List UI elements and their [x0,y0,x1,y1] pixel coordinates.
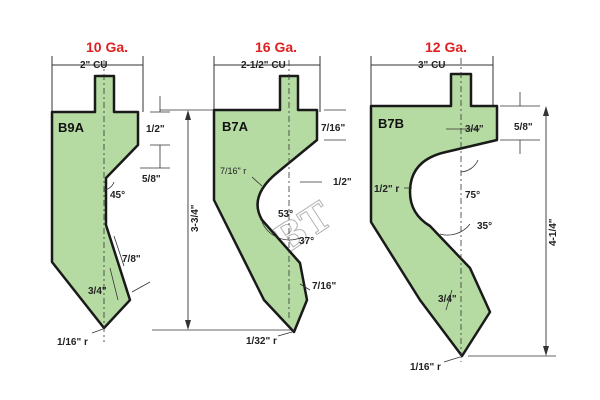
tool-b7b-angle-arc-2 [439,223,471,236]
tool-b7a-angle-2: 37° [299,236,314,247]
tool-b9a-gauge: 10 Ga. [86,39,128,55]
tool-b7b-height: 4-1/4" [548,218,559,246]
tool-b7a-relief-width: 1/2" [333,177,352,188]
tool-b7a-height: 3-3/4" [190,204,201,232]
tool-b7b-angle-2: 35° [477,221,492,232]
tool-b9a-body [50,74,140,330]
tool-b9a-top-step: 1/2" [146,124,165,135]
tool-b7a-cu-label: 2-1/2" CU [241,60,286,71]
tool-b7a-height-arrow-top [185,110,191,120]
tool-b9a: 10 Ga. 2" CU B9A 1/2" 5/8" 45° 7/8" 3/4"… [50,39,170,348]
tool-b7a-relief-leader [251,176,263,187]
tool-b7a: 16 Ga. 2-1/2" CU 3-3/4" B7A 7/16" 7/16" … [152,39,352,347]
tool-b7b-angle-arc-1 [460,159,479,173]
tool-b7a-height-arrow-bottom [185,320,191,330]
tool-b7b-tip-radius: 1/16" r [410,362,441,373]
tool-b9a-tip-width: 7/8" [122,254,141,265]
tool-b7a-top-step: 7/16" [321,123,345,134]
tool-b7a-tip-leader [299,283,311,291]
tool-b7a-radius-leader [277,331,293,337]
tool-b7b-radius-leader [443,356,461,363]
tool-b9a-name: B9A [58,120,85,135]
tool-b7b-height-arrow-bottom [543,346,549,356]
tool-b7b-body [369,72,499,358]
tool-b7b-angle-1: 75° [465,190,480,201]
tool-b9a-angle: 45° [110,190,125,201]
tool-b7a-gauge: 16 Ga. [255,39,297,55]
tool-b7a-angle-arc [261,221,301,241]
tool-b7b-top-step: 5/8" [514,122,533,133]
tool-b7b-tip-line [445,289,453,311]
tool-b9a-cu-label: 2" CU [80,60,108,71]
tool-b9a-shoulder-step: 5/8" [142,174,161,185]
tool-b7b-name: B7B [378,116,404,131]
tool-b7b-cu-label: 3" CU [418,60,446,71]
tool-b7a-name: B7A [222,119,249,134]
tool-b9a-tip-radius: 1/16" r [57,337,88,348]
tool-b7a-tip-radius: 1/32" r [246,336,277,347]
tool-b7b-neck-width: 3/4" [465,124,484,135]
tool-b9a-radius-leader [91,328,104,334]
tool-b7a-body [212,74,319,334]
tool-b7b: 12 Ga. 3" CU B7B 3/4" 5/8" 4-1/4" 1/2" r… [369,39,559,373]
tool-b9a-angle-arc [103,181,115,191]
tool-b7a-relief-radius: 7/16" r [220,166,246,176]
tool-b9a-tip-ext [131,281,151,293]
tool-b7a-tip-length: 7/16" [312,281,336,292]
tool-b7b-gauge: 12 Ga. [425,39,467,55]
tool-b9a-tip-width-line [113,235,125,267]
tool-b7b-height-arrow-top [543,106,549,116]
tool-b7b-relief-radius: 1/2" r [374,184,399,195]
tool-b9a-tip-length-line [109,267,119,301]
tool-b9a-tip-length: 3/4" [88,286,107,297]
tool-b7b-tip-length: 3/4" [438,294,457,305]
tool-b7a-angle-1: 53° [278,209,293,220]
